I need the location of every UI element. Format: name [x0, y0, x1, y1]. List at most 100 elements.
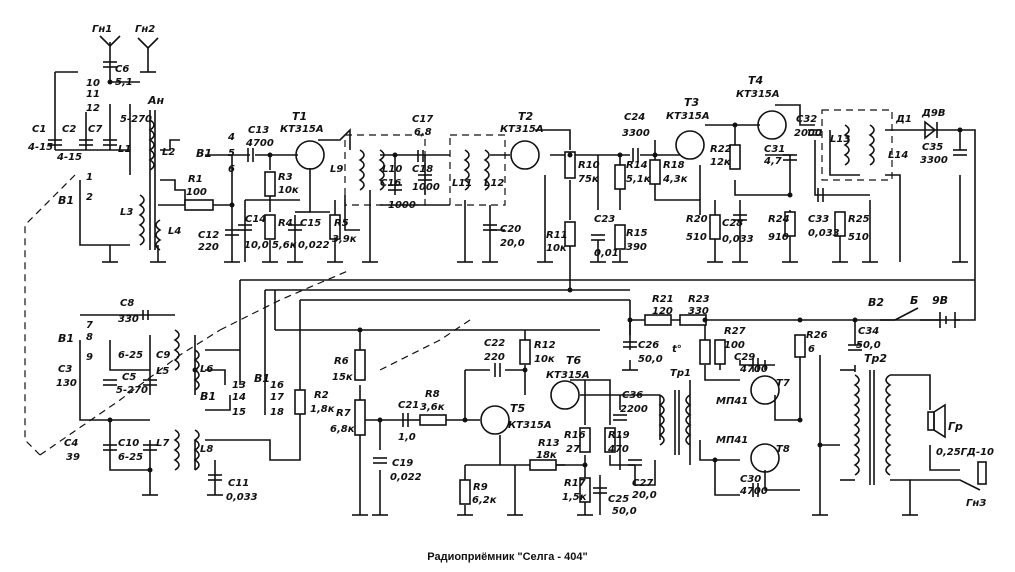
label-b1-lower2: В1 — [200, 390, 216, 403]
label-r5: R5 — [334, 218, 349, 229]
label-r12-value: 10к — [534, 354, 555, 365]
resistor-r7 — [354, 399, 366, 436]
resistor-r27 — [714, 339, 726, 365]
label-l7: L7 — [156, 438, 169, 449]
label-l10: L10 — [382, 164, 402, 175]
label-thermistor: t° — [672, 344, 682, 355]
label-tr1: Тр1 — [670, 368, 691, 379]
label-r6-value: 15к — [332, 372, 353, 383]
label-c7-value: 5-270 — [120, 114, 152, 125]
wires — [24, 35, 981, 516]
label-c30: С30 — [740, 474, 761, 485]
label-r23: R23 — [688, 294, 710, 305]
wire — [814, 140, 870, 196]
label-r20: R20 — [686, 214, 708, 225]
label-pin-15: 15 — [232, 407, 246, 418]
resistor-r4 — [264, 214, 276, 240]
label-l14: L14 — [888, 150, 908, 161]
label-an: Ан — [147, 94, 165, 107]
wire — [910, 479, 981, 491]
label-r1: R1 — [188, 174, 203, 185]
label-pin-1: 1 — [86, 172, 93, 183]
label-t1-type: КТ315А — [280, 124, 324, 135]
label-battery: Б — [910, 294, 918, 307]
label-l5: L5 — [156, 366, 169, 377]
label-r3: R3 — [278, 172, 293, 183]
label-r25-value: 510 — [848, 232, 869, 243]
label-c5-value: 5-270 — [116, 385, 148, 396]
coil-l10 — [378, 149, 385, 191]
wire — [205, 400, 301, 461]
label-c16: С16 — [380, 178, 401, 189]
label-c22-value: 220 — [484, 352, 505, 363]
label-c22: С22 — [484, 338, 505, 349]
label-c9-value: 6-25 — [118, 350, 143, 361]
label-pin-7: 7 — [86, 320, 93, 331]
label-c8: С8 — [120, 298, 134, 309]
label-c33: С33 — [808, 214, 829, 225]
label-c32-value: 2000 — [794, 128, 822, 139]
label-c11-value: 0,033 — [226, 492, 258, 503]
label-c30-value: 4700 — [739, 486, 768, 497]
label-d1: Д1 — [895, 114, 912, 125]
label-l1: L1 — [118, 144, 131, 155]
label-r6: R6 — [334, 356, 349, 367]
label-r13: R13 — [538, 438, 560, 449]
wire — [775, 104, 815, 126]
capacitor-plates — [48, 61, 967, 497]
wire — [160, 179, 186, 205]
label-r15: R15 — [626, 228, 648, 239]
resistor-r19 — [604, 427, 616, 453]
resistor-r11 — [564, 221, 576, 247]
parts — [48, 61, 987, 505]
label-r22-value: 12к — [710, 157, 731, 168]
switch-b2-lever — [894, 307, 919, 321]
label-c9: С9 — [156, 350, 170, 361]
label-c20: С20 — [500, 224, 521, 235]
label-gn2: Гн2 — [135, 24, 155, 35]
label-t1: Т1 — [292, 110, 307, 123]
label-t6-type: КТ315А — [546, 370, 590, 381]
label-t6: Т6 — [566, 354, 582, 367]
label-c4-value: 39 — [66, 452, 80, 463]
coil-l5 — [173, 329, 180, 371]
label-c6: С6 — [115, 64, 129, 75]
wire — [890, 479, 911, 515]
wire — [535, 129, 571, 150]
coil-tr1-primary — [658, 394, 665, 446]
transistor-t1-symbol — [295, 140, 325, 170]
wire — [885, 174, 901, 262]
label-r21-value: 120 — [652, 306, 673, 317]
label-r20-value: 510 — [686, 232, 707, 243]
label-r10: R10 — [578, 160, 600, 171]
label-r4-value: 5,6к — [272, 240, 297, 251]
label-c14-value: 10,0 — [244, 240, 269, 251]
wire — [109, 420, 150, 471]
label-b2: В2 — [868, 296, 884, 309]
label-r14: R14 — [626, 160, 648, 171]
label-r7: R7 — [336, 408, 351, 419]
resistor-r16 — [579, 427, 591, 453]
label-r27: R27 — [724, 326, 746, 337]
speaker-cone — [933, 403, 946, 439]
wire — [764, 470, 800, 491]
label-tr2: Тр2 — [864, 352, 887, 365]
label-t4-type: КТ315А — [736, 89, 780, 100]
coil-l4 — [155, 219, 162, 251]
label-c29: С29 — [734, 352, 755, 363]
label-r13-value: 18к — [536, 450, 557, 461]
label-pin-17: 17 — [270, 392, 284, 403]
label-pin-2: 2 — [86, 192, 93, 203]
label-c1-value: 4-15 — [27, 142, 53, 153]
coil-tr2-primary — [853, 374, 860, 476]
label-r14-value: 5,1к — [626, 174, 651, 185]
label-pin-11: 11 — [86, 89, 100, 100]
label-pin-5: 5 — [228, 148, 235, 159]
label-c2: С2 — [62, 124, 76, 135]
transistor-t7-symbol — [750, 375, 780, 405]
label-c2-value: 4-15 — [56, 152, 82, 163]
label-t3: Т3 — [684, 96, 700, 109]
wire — [955, 280, 976, 321]
label-pin-14: 14 — [232, 392, 246, 403]
wire — [734, 180, 790, 196]
